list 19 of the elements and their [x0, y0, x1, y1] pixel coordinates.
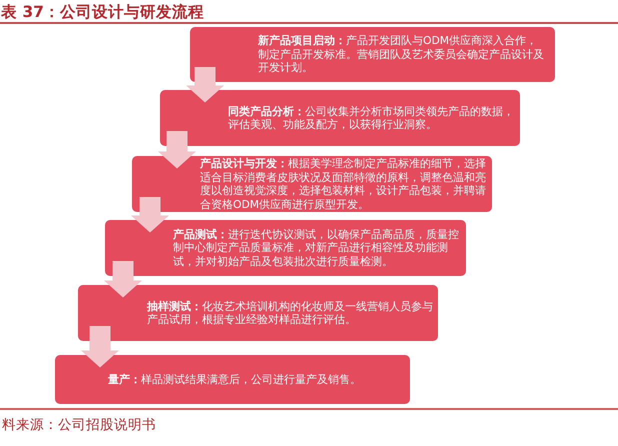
process-box — [105, 220, 466, 276]
step-description: 同类产品分析：公司收集并分析市场同类领先产品的数据，评估美观、功能及配方，以获得行业洞察。 — [228, 104, 514, 132]
step-description: 产品设计与开发：根据美学理念制定产品标准的细节，选择适合目标消费者皮肤状况及面部特徵的原料，调整色温和亮度以创造视觉深度，选择包装材料，设计产品包装，并聘请合资格ODM供应商进行原型开发。 — [200, 157, 486, 211]
figure-title: 表 37：公司设计与研发流程 — [1, 3, 204, 21]
process-box — [160, 90, 520, 146]
block-arrow — [158, 131, 196, 168]
block-arrow — [131, 197, 169, 232]
step-description: 新产品项目启动：产品开发团队与ODM供应商深入合作，制定产品开发标准。营销团队及艺术委员会确定产品设计及开发计划。 — [258, 34, 544, 75]
step-description: 产品测试：进行迭代协议测试，以确保产品高品质，质量控制中心制定产品质量标准，对新产品进行相容性及功能测试，并对初始产品及包装批次进行质量检测。 — [173, 228, 460, 268]
step-description: 抽样测试：化妆艺术培训机构的化妆师及一线营销人员参与产品试用，根据专业经验对样品进行评估。 — [147, 300, 434, 326]
source-note: 料来源：公司招股说明书 — [2, 417, 156, 433]
process-box — [190, 27, 555, 82]
step-description: 量产：样品测试结果满意后，公司进行量产及销售。 — [108, 372, 362, 386]
process-box — [132, 156, 492, 212]
process-box — [78, 285, 438, 341]
process-box — [55, 355, 410, 404]
block-arrow — [186, 67, 224, 102]
block-arrow — [104, 261, 142, 298]
block-arrow — [81, 326, 119, 368]
